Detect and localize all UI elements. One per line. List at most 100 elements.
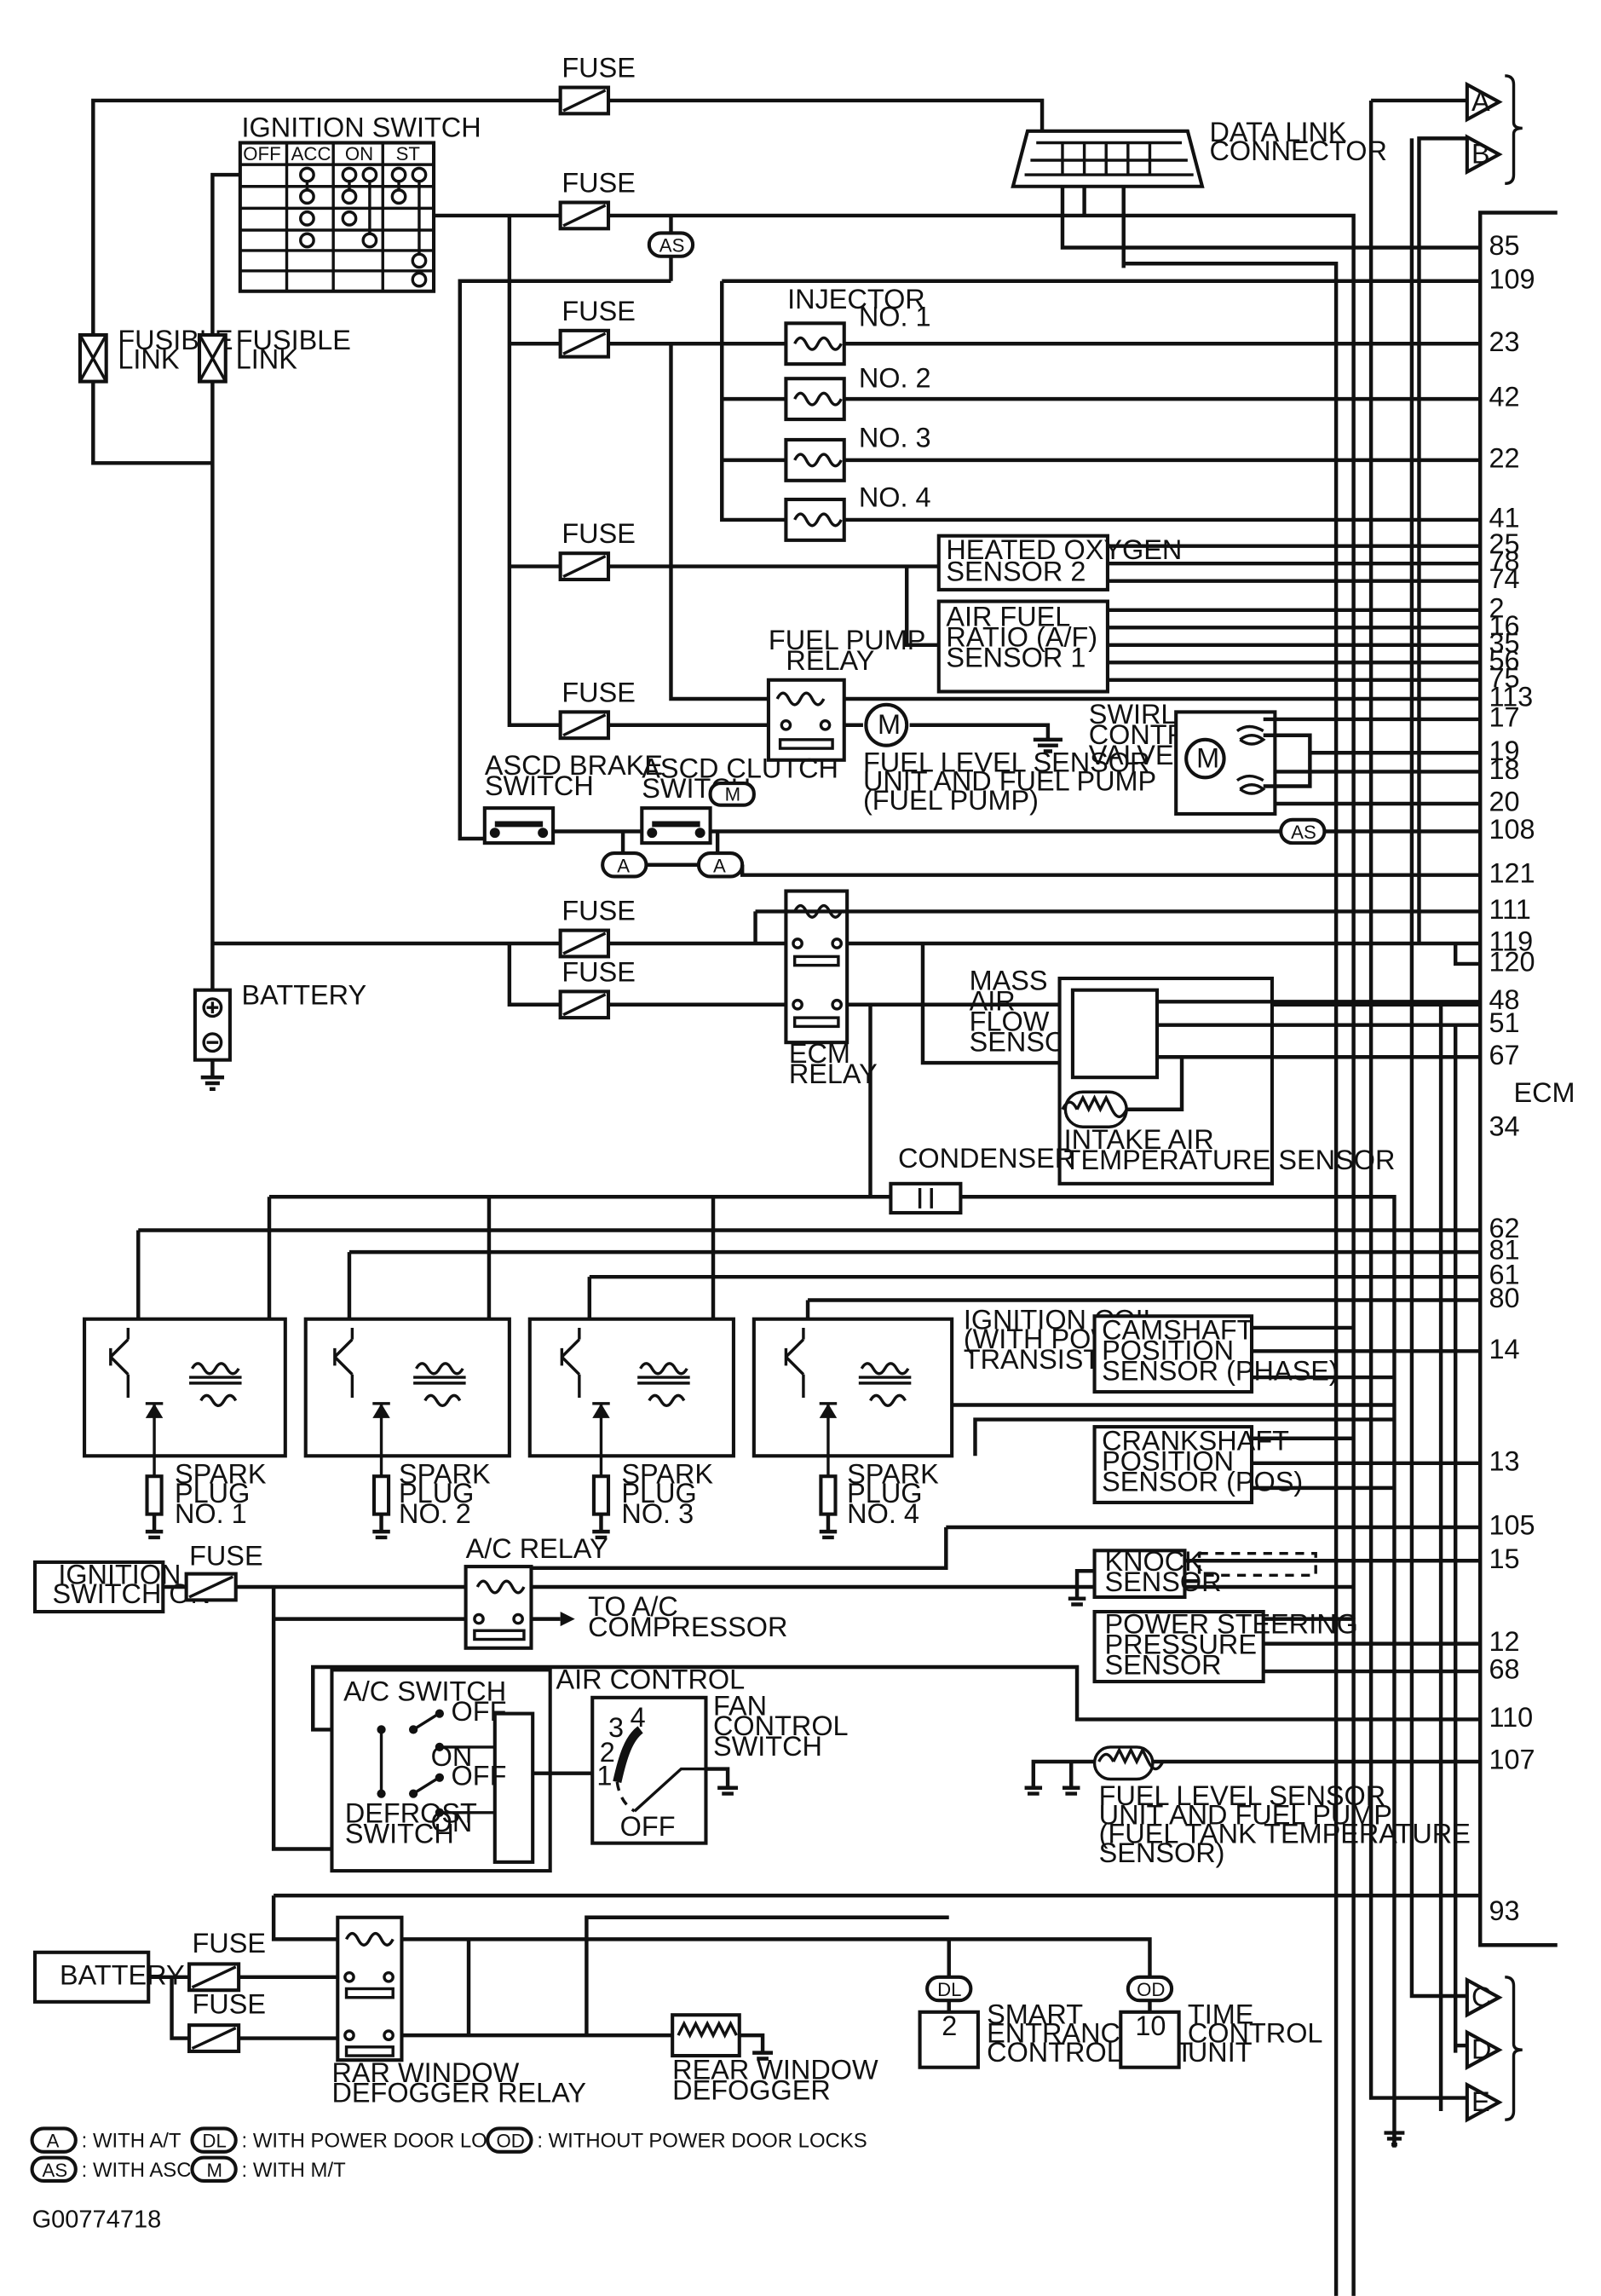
- rear-defogger-section: BATTERY FUSE FUSE RAR WINDOW DEFOGGER RE…: [32, 1893, 1481, 2109]
- maf-label-3: FLOW: [970, 1006, 1050, 1036]
- power-steering-pressure-sensor: POWER STEERING PRESSURE SENSOR: [1092, 1609, 1481, 1684]
- mass-air-flow-sensor: MASS AIR FLOW SENSOR INTAKE AIR TEMPERAT…: [970, 966, 1481, 2111]
- ascd-brake-label-2: SWITCH: [485, 770, 594, 801]
- ecm-pin-18: 18: [1489, 754, 1519, 785]
- def-off-label: OFF: [452, 1760, 507, 1791]
- ignition-switch: IGNITION SWITCH OFF ACC ON ST: [238, 112, 481, 293]
- maf-label-1: MASS: [970, 966, 1048, 996]
- ign-on-label-2: SWITCH ON: [52, 1578, 210, 1609]
- crank-label-2: POSITION: [1102, 1445, 1234, 1476]
- fusible-link-1-label-2: LINK: [118, 343, 179, 374]
- ascd-clutch-label-1: ASCD CLUTCH: [642, 753, 838, 783]
- fuse-4-label: FUSE: [562, 518, 636, 549]
- legend-m-text: : WITH M/T: [242, 2159, 347, 2182]
- ecm-pin-25: 25: [1489, 528, 1519, 559]
- to-ac-label-1: TO A/C: [588, 1591, 678, 1622]
- ecm-pin-20: 20: [1489, 787, 1519, 817]
- crank-label-1: CRANKSHAFT: [1102, 1425, 1289, 1456]
- ecm-pin-34: 34: [1489, 1111, 1519, 1141]
- fusible-link-2: FUSIBLE LINK: [197, 325, 351, 384]
- legend-a-text: : WITH A/T: [82, 2130, 181, 2153]
- heated-oxygen-sensor-2: HEATED OXYGEN SENSOR 2: [936, 534, 1481, 591]
- as-mark-2: AS: [1279, 817, 1327, 845]
- legend-as-text: : WITH ASCD: [82, 2159, 206, 2182]
- af-label-2: RATIO (A/F): [946, 622, 1097, 653]
- af-label-3: SENSOR 1: [946, 642, 1086, 672]
- fuel-pump-label-3: (FUEL PUMP): [863, 785, 1039, 816]
- spark-plug-4-label-2: PLUG: [847, 1478, 922, 1509]
- ecm-pin-81: 81: [1489, 1235, 1519, 1266]
- injector-4: NO. 4: [784, 482, 931, 542]
- data-link-label-2: CONNECTOR: [1209, 136, 1386, 166]
- ecm-pin-119: 119: [1489, 926, 1533, 957]
- ecm-pin-62: 62: [1489, 1213, 1519, 1243]
- power-feed-wiring: [91, 98, 1481, 2296]
- fuel-pump-motor: M FUEL LEVEL SENSOR UNIT AND FUEL PUMP (…: [863, 702, 1156, 816]
- ecm-pin-93: 93: [1489, 1895, 1519, 1926]
- ecm-pin-109: 109: [1489, 263, 1535, 294]
- spark-plug-1-no: NO. 1: [175, 1498, 247, 1529]
- fuel-tank-temp-sensor: FUEL LEVEL SENSOR UNIT AND FUEL PUMP (FU…: [1024, 1745, 1481, 1868]
- ignition-switch-label: IGNITION SWITCH: [242, 112, 481, 143]
- smart-pin: 2: [942, 2010, 957, 2041]
- ecm-pin-42: 42: [1489, 382, 1519, 412]
- data-link-label-1: DATA LINK: [1209, 117, 1346, 147]
- fuel-pump-motor-m: M: [878, 709, 901, 740]
- spark-plug-4-no: NO. 4: [847, 1498, 919, 1529]
- ecm-pin-74: 74: [1489, 563, 1519, 594]
- connector-A-text: A: [1471, 86, 1490, 117]
- injector-3-no: NO. 3: [859, 423, 931, 453]
- air-control: AIR CONTROL A/C SWITCH OFF ON OFF ON DEF…: [311, 1664, 1481, 1873]
- rear-defog-label-2: DEFOGGER: [672, 2074, 831, 2105]
- fuel-tank-label-1: FUEL LEVEL SENSOR: [1099, 1780, 1386, 1811]
- fan-pos-1: 1: [596, 1760, 612, 1791]
- time-control-unit: OD 10 TIME CONTROL UNIT: [1119, 1975, 1322, 2069]
- cam-label-2: POSITION: [1102, 1335, 1234, 1366]
- injector-2: NO. 2: [784, 362, 931, 422]
- ignition-coil-4: SPARK PLUG NO. 4: [752, 1317, 954, 1540]
- cam-label-1: CAMSHAFT: [1102, 1315, 1254, 1346]
- ecm-pin-35: 35: [1489, 627, 1519, 658]
- ecm: ECM 851092342224125787421635567511317191…: [1478, 211, 1575, 1947]
- fuse-6-label: FUSE: [562, 896, 636, 926]
- injector-label: INJECTOR: [787, 284, 925, 314]
- condenser: CONDENSER: [269, 1143, 1397, 2148]
- time-label-3: UNIT: [1188, 2037, 1253, 2068]
- ign-pos-acc: ACC: [291, 143, 331, 164]
- knock-label-2: SENSOR: [1105, 1566, 1222, 1597]
- ign-pos-st: ST: [396, 143, 421, 164]
- spark-plug-2-label-1: SPARK: [399, 1459, 491, 1490]
- connector-C-text: C: [1471, 1982, 1491, 2012]
- fan-label-1: FAN: [713, 1690, 767, 1721]
- fusible-link-2-label-1: FUSIBLE: [236, 325, 351, 355]
- ecm-pin-75: 75: [1489, 662, 1519, 693]
- legend: A : WITH A/T DL : WITH POWER DOOR LOCKS …: [30, 2126, 867, 2184]
- legend-as-mark: AS: [43, 2160, 68, 2181]
- ignition-coil-3: SPARK PLUG NO. 3: [527, 1317, 735, 1540]
- spark-plug-3-no: NO. 3: [621, 1498, 694, 1529]
- ecm-pin-19: 19: [1489, 736, 1519, 766]
- as-mark-2-text: AS: [1291, 822, 1316, 843]
- rear-defog-label-1: REAR WINDOW: [672, 2054, 878, 2085]
- ecm-pin-68: 68: [1489, 1654, 1519, 1685]
- as-mark-1-text: AS: [659, 235, 685, 257]
- ecm-pin-85: 85: [1489, 230, 1519, 261]
- ignition-coil-1: SPARK PLUG NO. 1: [83, 1317, 287, 1540]
- crank-label-3: SENSOR (POS): [1102, 1466, 1303, 1497]
- ps-label-1: POWER STEERING: [1105, 1609, 1358, 1640]
- ecm-pin-labels: 8510923422241257874216355675113171918201…: [1489, 230, 1535, 1926]
- fuel-tank-label-4: SENSOR): [1099, 1837, 1225, 1868]
- fuse-8-label: FUSE: [189, 1540, 263, 1571]
- legend-od-text: : WITHOUT POWER DOOR LOCKS: [537, 2130, 867, 2153]
- connector-E: E: [1465, 2081, 1503, 2123]
- ecm-pin-80: 80: [1489, 1283, 1519, 1313]
- fuse-1-label: FUSE: [562, 53, 636, 84]
- ecm-pin-16: 16: [1489, 610, 1519, 641]
- fuel-tank-label-2: UNIT AND FUEL PUMP: [1099, 1799, 1392, 1830]
- fuse-3-label: FUSE: [562, 296, 636, 326]
- connector-D-text: D: [1471, 2034, 1491, 2064]
- swirl-motor-m: M: [1196, 742, 1219, 773]
- ascd-clutch-m: M: [725, 784, 740, 805]
- air-control-label: AIR CONTROL: [556, 1664, 746, 1695]
- spark-plug-4-label-1: SPARK: [847, 1459, 939, 1490]
